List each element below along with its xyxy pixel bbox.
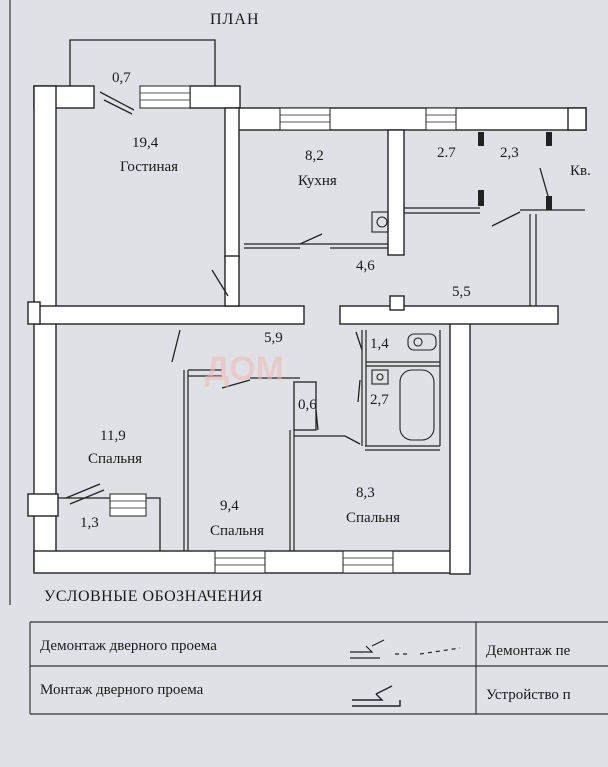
area-corridor: 5,9 [264,330,283,346]
area-wc: 1,4 [370,336,389,352]
legend-row-2-label: Монтаж дверного проема [40,682,204,698]
wall-posts [478,132,552,210]
name-kitchen: Кухня [298,173,337,189]
fixtures [371,211,437,441]
name-bedroom-1: Спальня [88,451,142,467]
toilet-icon [407,333,437,351]
area-living: 19,4 [132,135,159,151]
area-balcony-top: 0,7 [112,70,131,86]
name-bedroom-3: Спальня [346,510,400,526]
legend-row-1-right: Демонтаж пе [486,643,571,659]
area-closet-b: 2,3 [500,145,519,161]
doors [65,91,549,505]
kitchen-stove-icon [371,211,389,233]
legend-table: Демонтаж дверного проема Демонтаж пе Мон… [29,621,608,715]
area-bedroom-3: 8,3 [356,485,375,501]
name-bedroom-2: Спальня [210,523,264,539]
legend-row-1-label: Демонтаж дверного проема [40,638,217,654]
area-bedroom-1: 11,9 [100,428,126,444]
area-balcony-bottom: 1,3 [80,515,99,531]
room-labels: 0,7 19,4 Гостиная 8,2 Кухня 2.7 2,3 Кв. … [80,70,591,539]
area-hall: 5,5 [452,284,471,300]
bathtub-icon [399,369,435,441]
name-living: Гостиная [120,159,178,175]
legend-heading: УСЛОВНЫЕ ОБОЗНАЧЕНИЯ [44,588,263,605]
area-closet-a: 2.7 [437,145,456,161]
legend-row-2-right: Устройство п [486,687,571,703]
door-installation-symbol [352,685,401,707]
area-kitchen: 8,2 [305,148,324,164]
balcony-top-frame [69,39,216,92]
watermark-logo: ДОМ [205,350,284,388]
sink-icon [371,369,389,385]
windows [109,85,457,574]
balcony-bottom-frame [56,497,161,551]
plan-title: ПЛАН [210,11,260,28]
apartment-label: Кв. [570,163,591,179]
door-demolition-symbol [350,639,461,659]
area-bathroom: 2,7 [370,392,389,408]
area-bedroom-2: 9,4 [220,498,239,514]
area-pantry: 0,6 [298,397,317,413]
area-kitchen-hall: 4,6 [356,258,375,274]
